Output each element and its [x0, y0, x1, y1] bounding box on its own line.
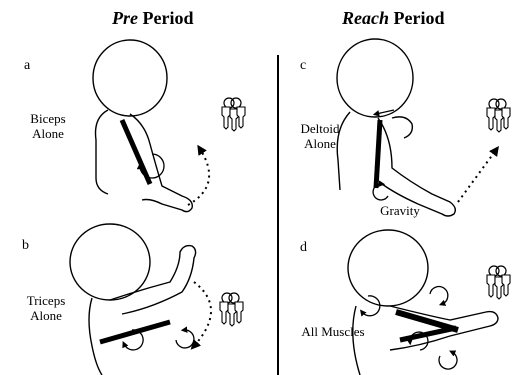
- rotation-arrow-d4: [439, 352, 457, 369]
- infant-head-c: [337, 39, 413, 117]
- keys-icon-c: [487, 99, 510, 132]
- infant-head-d: [348, 230, 428, 306]
- shoulder-c: [392, 117, 412, 138]
- infant-head: [93, 40, 167, 116]
- infant-torso-d: [353, 306, 360, 375]
- rotation-arrow-d2: [430, 287, 448, 304]
- infant-torso: [96, 110, 109, 194]
- dotted-trajectory-arrow-c: [458, 150, 496, 202]
- infant-head-b: [70, 224, 150, 300]
- keys-icon-a: [222, 98, 245, 131]
- keys-icon-b: [220, 293, 243, 326]
- keys-icon-d: [487, 266, 510, 299]
- panel-c-infant: [337, 39, 455, 216]
- panel-b-infant: [70, 224, 196, 375]
- panel-d-infant: [348, 230, 498, 375]
- infant-torso-c: [337, 112, 350, 190]
- deltoid-muscle-bar: [376, 120, 380, 188]
- infant-torso-b: [89, 298, 102, 375]
- panel-a-infant: [93, 40, 192, 212]
- biceps-muscle-bar: [122, 120, 150, 184]
- rotation-arrow-b2: [176, 330, 194, 348]
- triceps-muscle-bar: [100, 322, 170, 342]
- dotted-trajectory-arrow-b: [194, 282, 211, 346]
- infant-arm-b: [110, 246, 196, 314]
- infant-arm-c: [378, 118, 455, 216]
- dotted-trajectory-arrow-a: [188, 149, 209, 205]
